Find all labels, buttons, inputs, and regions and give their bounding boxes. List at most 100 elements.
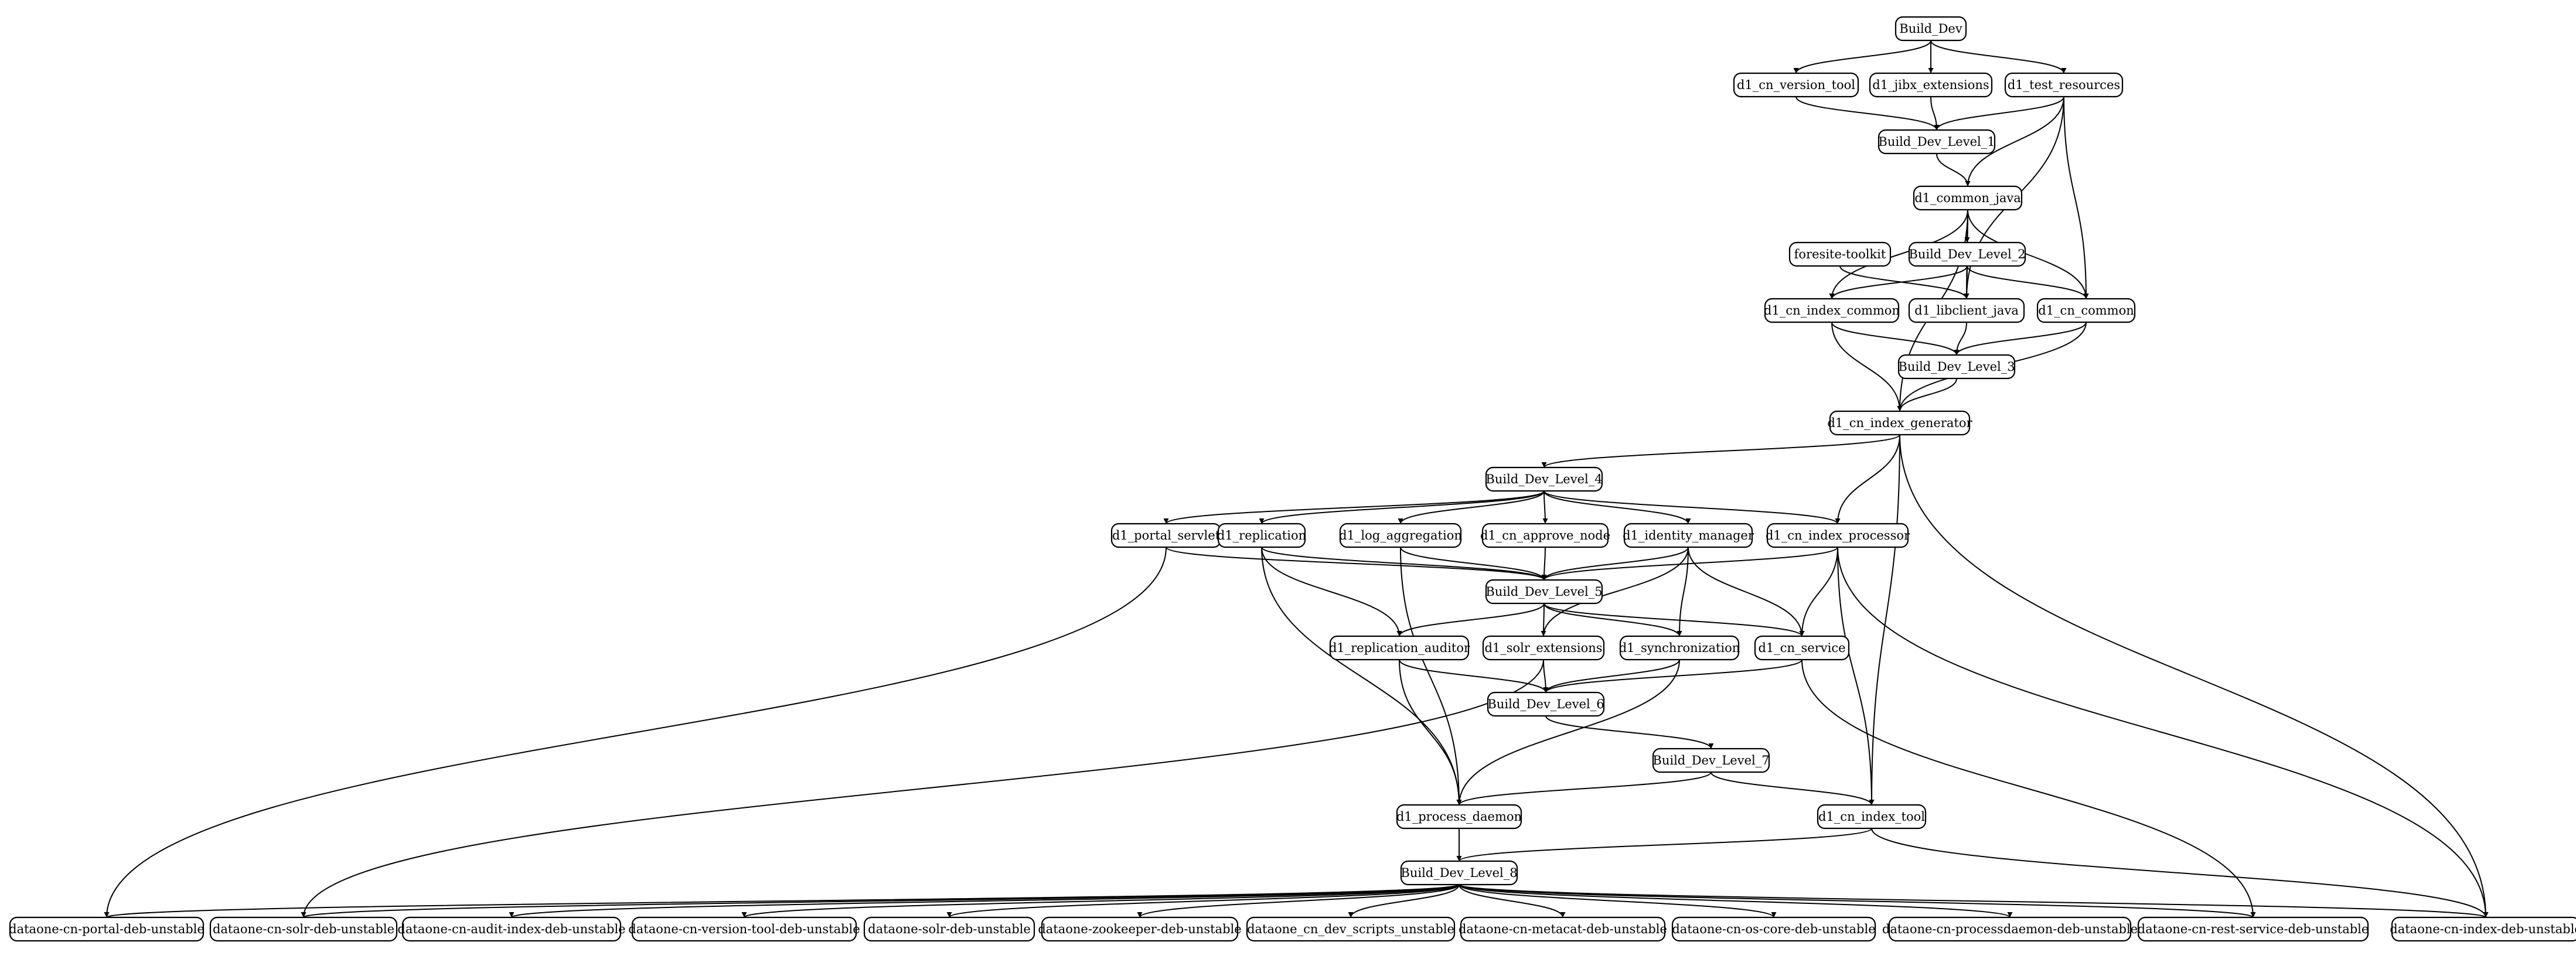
edge-d1-solr-extensions-to-build-dev-level-6 [1543,659,1549,693]
edge-d1-cn-index-processor-to-d1-cn-index-tool [1837,547,1875,806]
edge-build-dev-level-1-to-d1-common-java [1936,153,1971,187]
edge-d1-cn-index-generator-to-build-dev-level-4 [1541,434,1900,468]
edge-d1-cn-index-common-to-build-dev-level-3 [1831,322,1960,356]
edge-d1-cn-service-to-build-dev-level-6 [1543,659,1802,693]
node-d1-test-resources: d1_test_resources [2004,72,2124,98]
node-d1-cn-approve-node: d1_cn_approve_node [1480,523,1610,548]
node-label: dataone-cn-os-core-deb-unstable [1672,922,1875,936]
node-box [1217,523,1306,548]
edge-d1-identity-manager-to-build-dev-level-5 [1541,547,1689,581]
edges-layer [104,40,2489,918]
edge-d1-replication-to-d1-process-daemon [1261,547,1462,806]
node-d1-identity-manager: d1_identity_manager [1623,523,1754,548]
node-box [1754,635,1850,661]
node-d1-cn-index-generator: d1_cn_index_generator [1827,410,1972,436]
node-box [2391,916,2576,942]
node-label: dataone-cn-version-tool-deb-unstable [628,922,860,936]
node-label: d1_cn_service [1758,641,1845,655]
nodes-layer: Build_Dev d1_cn_version_tool d1_jibx_exten… [9,16,2576,942]
node-label: foresite-toolkit [1794,247,1886,261]
edge-d1-cn-version-tool-to-build-dev-level-1 [1795,96,1940,131]
node-box [1788,241,1892,267]
edge-build-dev-to-d1-cn-version-tool [1793,40,1931,74]
node-d1-synchronization: d1_synchronization [1619,635,1740,661]
edge-build-dev-level-6-to-build-dev-level-7 [1545,715,1714,749]
node-label: dataone_cn_dev_scripts_unstable [1247,922,1454,936]
edge-d1-portal-servlet-to-build-dev-level-5 [1166,547,1547,581]
node-build-dev-level-1: Build_Dev_Level_1 [1878,129,1996,155]
node-box [2036,298,2136,323]
node-box [1869,72,1993,98]
node-label: d1_libclient_java [1914,303,2019,318]
edge-build-dev-to-d1-test-resources [1930,40,2067,74]
node-build-dev-level-3: Build_Dev_Level_3 [1897,354,2016,380]
node-zookeeper-deb: dataone-zookeeper-deb-unstable [1038,916,1242,942]
node-d1-portal-servlet: d1_portal_servlet [1110,523,1222,548]
edge-d1-test-resources-to-d1-cn-common [2063,96,2089,299]
edge-build-dev-level-5-to-d1-synchronization [1543,603,1682,637]
edge-build-dev-level-4-to-d1-identity-manager [1543,490,1691,524]
node-build-dev-level-7: Build_Dev_Level_7 [1652,748,1770,773]
node-box [1671,916,1876,942]
edge-build-dev-level-8-to-portal-deb [104,884,1460,918]
edge-d1-portal-servlet-to-portal-deb [104,547,1167,918]
edge-build-dev-level-8-to-rest-service-deb [1459,884,2256,918]
node-d1-cn-index-processor: d1_cn_index_processor [1766,523,1910,548]
node-solr-deb: dataone-cn-solr-deb-unstable [209,916,398,942]
node-d1-cn-index-common: d1_cn_index_common [1764,298,1900,323]
node-box [1829,410,1971,436]
node-metacat-deb: dataone-cn-metacat-deb-unstable [1459,916,1667,942]
edge-build-dev-level-7-to-d1-process-daemon [1456,772,1712,806]
node-label: dataone-zookeeper-deb-unstable [1038,922,1241,936]
edge-build-dev-level-8-to-os-core-deb [1459,884,1777,918]
edge-d1-test-resources-to-d1-common-java [1965,96,2064,187]
node-box [863,916,1035,942]
edge-d1-cn-index-generator-to-d1-cn-index-processor [1835,434,1900,524]
node-label: d1_cn_version_tool [1737,78,1855,92]
edge-d1-replication-auditor-to-build-dev-level-6 [1399,659,1549,693]
node-rest-service-deb: dataone-cn-rest-service-deb-unstable [2138,916,2369,942]
node-label: d1_cn_index_generator [1827,416,1972,430]
node-box [1396,804,1522,830]
node-d1-common-java: d1_common_java [1913,185,2023,211]
node-d1-replication: d1_replication [1217,523,1306,548]
edge-d1-common-java-to-d1-cn-common [1967,209,2089,299]
node-label: d1_jibx_extensions [1872,78,1989,92]
node-box [1482,635,1605,661]
node-build-dev-level-2: Build_Dev_Level_2 [1908,241,2026,267]
node-label: d1_synchronization [1619,641,1740,655]
node-label: dataone-cn-metacat-deb-unstable [1459,922,1667,936]
edge-build-dev-level-4-to-d1-cn-index-processor [1543,490,1841,524]
edge-build-dev-level-2-to-d1-cn-common [1967,265,2089,299]
edge-d1-replication-to-build-dev-level-5 [1261,547,1547,581]
edge-build-dev-level-4-to-d1-cn-approve-node [1542,490,1548,524]
edge-d1-cn-index-processor-to-index-deb [1837,547,2489,918]
node-label: d1_test_resources [2008,78,2120,92]
node-box [401,916,622,942]
node-build-dev: Build_Dev [1894,16,1967,42]
node-foresite-toolkit: foresite-toolkit [1788,241,1892,267]
node-box [631,916,857,942]
node-label: d1_common_java [1914,191,2021,205]
node-box [1817,804,1927,830]
edge-d1-cn-index-processor-to-d1-cn-service [1799,547,1838,637]
node-box [1764,298,1900,323]
node-d1-process-daemon: d1_process_daemon [1396,804,1522,830]
edge-d1-cn-index-processor-to-build-dev-level-5 [1541,547,1838,581]
edge-build-dev-level-5-to-d1-cn-service [1543,603,1805,637]
node-box [1913,185,2023,211]
node-box [2004,72,2124,98]
node-build-dev-level-6: Build_Dev_Level_6 [1487,691,1605,717]
node-label: dataone-cn-processdaemon-deb-unstable [1882,922,2138,936]
node-build-dev-level-5: Build_Dev_Level_5 [1485,579,1603,605]
node-box [1041,916,1239,942]
node-label: dataone-cn-solr-deb-unstable [213,922,394,936]
edge-build-dev-level-8-to-dev-scripts [1348,884,1460,918]
node-box [1897,354,2016,380]
node-label: d1_solr_extensions [1484,641,1602,655]
edge-d1-cn-index-tool-to-index-deb [1871,828,2489,918]
node-label: d1_cn_index_tool [1818,810,1925,824]
node-label: Build_Dev_Level_3 [1898,360,2015,374]
node-d1-cn-common: d1_cn_common [2036,298,2136,323]
